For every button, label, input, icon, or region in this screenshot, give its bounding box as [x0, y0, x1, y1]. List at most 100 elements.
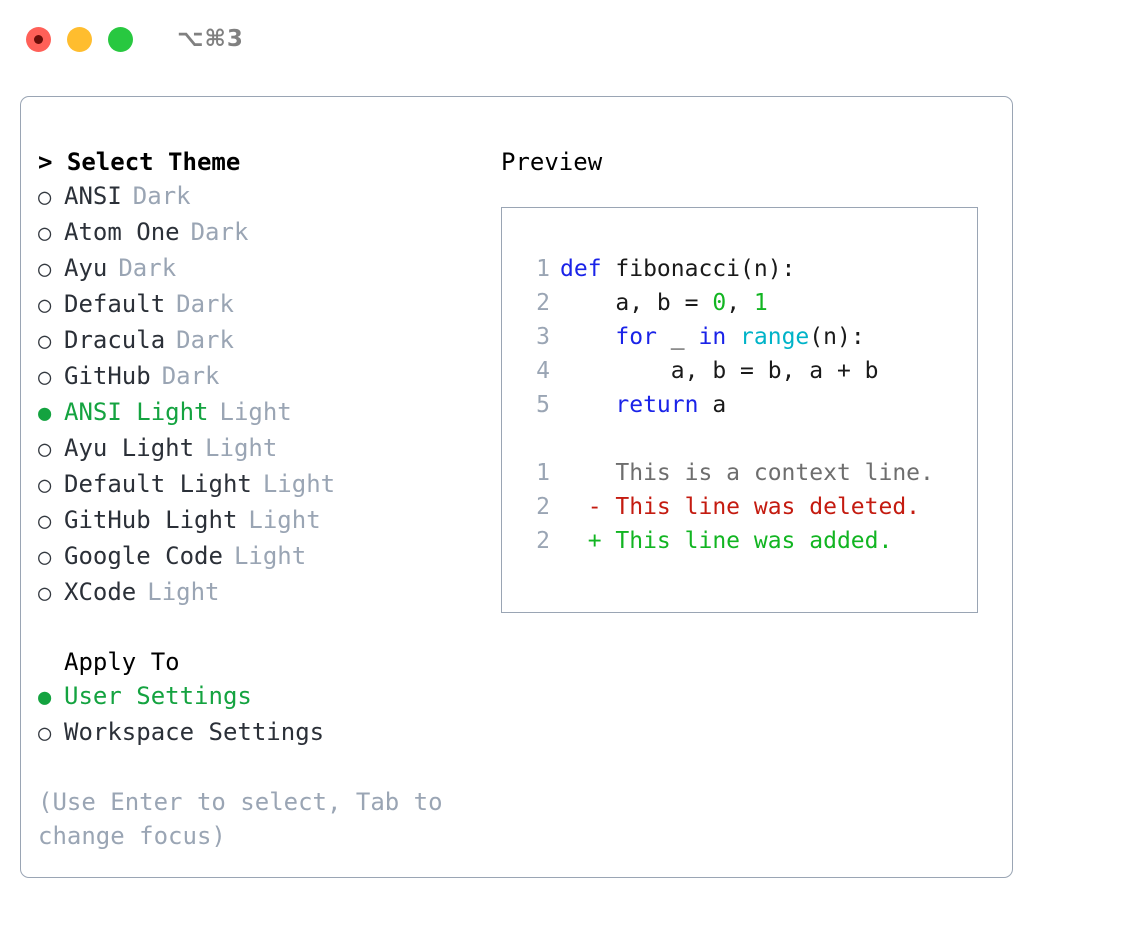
- theme-option-label: ANSI Light: [64, 398, 209, 426]
- theme-option-ansi-light[interactable]: ● ANSI Light Light: [38, 395, 508, 431]
- theme-option-label: GitHub Light: [64, 506, 238, 534]
- diff-line-number: 2: [536, 528, 550, 554]
- apply-to-label: Apply To: [64, 648, 180, 676]
- window-title: ⌥⌘3: [177, 26, 244, 52]
- radio-unselected-icon: ○: [38, 329, 52, 354]
- keyboard-hint: (Use Enter to select, Tab to change focu…: [38, 788, 443, 850]
- diff-line-number: 2: [536, 494, 550, 520]
- theme-option-label: Atom One: [64, 218, 180, 246]
- radio-unselected-icon: ○: [38, 221, 52, 246]
- theme-option-label: ANSI: [64, 182, 122, 210]
- code-token-def: fibonacci(n):: [615, 256, 796, 282]
- code-token-def: ,: [726, 290, 754, 316]
- theme-option-badge: Light: [233, 542, 307, 570]
- code-token-fn: range: [740, 324, 810, 350]
- window-controls: [26, 26, 133, 52]
- theme-option-label: Dracula: [64, 326, 166, 354]
- code-line-content: a, b = b, a + b: [560, 354, 879, 388]
- theme-option-badge: Light: [262, 470, 336, 498]
- code-token-def: a, b = b, a + b: [670, 358, 879, 384]
- radio-unselected-icon: ○: [38, 581, 52, 606]
- code-line: 3 for _ in range(n):: [520, 320, 977, 354]
- radio-selected-icon: ●: [38, 401, 52, 426]
- maximize-button-icon[interactable]: [108, 26, 133, 52]
- radio-unselected-icon: ○: [38, 545, 52, 570]
- theme-option-label: Google Code: [64, 542, 223, 570]
- code-token-num: 1: [753, 290, 768, 316]
- code-line-number: 5: [536, 392, 550, 418]
- code-line-number: 2: [536, 290, 550, 316]
- theme-option-label: Default: [64, 290, 166, 318]
- radio-unselected-icon: ○: [38, 257, 52, 282]
- theme-option-badge: Dark: [118, 254, 177, 282]
- diff-line-add: 2 + This line was added.: [520, 524, 977, 558]
- code-line: 1 def fibonacci(n):: [520, 252, 977, 286]
- radio-unselected-icon: ○: [38, 473, 52, 498]
- theme-option-badge: Dark: [132, 182, 191, 210]
- apply-to-options-list: ● User Settings ○ Workspace Settings: [38, 679, 508, 751]
- theme-option-badge: Light: [248, 506, 321, 534]
- code-token-num: 0: [712, 290, 727, 316]
- diff-line-number: 1: [536, 460, 550, 486]
- apply-to-option-label: Workspace Settings: [64, 718, 325, 746]
- code-token-def: a, b =: [615, 290, 713, 316]
- code-token-kw: def: [560, 256, 616, 282]
- radio-unselected-icon: ○: [38, 509, 52, 534]
- theme-option-ansi[interactable]: ○ ANSI Dark: [38, 179, 508, 215]
- diff-line-del: 2 - This line was deleted.: [520, 490, 977, 524]
- code-line: 2 a, b = 0, 1: [520, 286, 977, 320]
- code-line: 5 return a: [520, 388, 977, 422]
- radio-unselected-icon: ○: [38, 437, 52, 462]
- minimize-button-icon[interactable]: [67, 26, 92, 52]
- theme-option-label: Ayu Light: [64, 434, 195, 462]
- code-token-kw: return: [615, 392, 713, 418]
- theme-option-badge: Light: [219, 398, 292, 426]
- theme-option-ayu-light[interactable]: ○ Ayu Light Light: [38, 431, 508, 467]
- theme-option-github-light[interactable]: ○ GitHub Light Light: [38, 503, 508, 539]
- diff-sample: 1 This is a context line.2 - This line w…: [520, 456, 977, 558]
- radio-unselected-icon: ○: [38, 185, 52, 210]
- theme-option-label: XCode: [64, 578, 137, 606]
- theme-option-ayu[interactable]: ○ Ayu Dark: [38, 251, 508, 287]
- diff-line-ctx: 1 This is a context line.: [520, 456, 977, 490]
- close-button-icon[interactable]: [26, 26, 51, 52]
- theme-option-atom-one[interactable]: ○ Atom One Dark: [38, 215, 508, 251]
- code-line: 4 a, b = b, a + b: [520, 354, 977, 388]
- theme-option-badge: Dark: [190, 218, 249, 246]
- theme-option-label: GitHub: [64, 362, 151, 390]
- radio-selected-icon: ●: [38, 685, 52, 710]
- code-line-number: 3: [536, 324, 550, 350]
- code-diff-spacer: [520, 422, 977, 456]
- apply-to-option-workspace-settings[interactable]: ○ Workspace Settings: [38, 715, 508, 751]
- code-line-content: for _ in range(n):: [560, 320, 864, 354]
- apply-to-option-label: User Settings: [64, 682, 252, 710]
- theme-option-badge: Dark: [161, 362, 220, 390]
- apply-to-option-user-settings[interactable]: ● User Settings: [38, 679, 508, 715]
- theme-option-label: Ayu: [64, 254, 108, 282]
- theme-option-badge: Light: [205, 434, 278, 462]
- window-titlebar: ⌥⌘3: [0, 0, 1140, 78]
- diff-line-content: + This line was added.: [560, 528, 893, 554]
- code-token-kw: in: [698, 324, 741, 350]
- diff-line-content: - This line was deleted.: [560, 494, 921, 520]
- code-line-content: a, b = 0, 1: [560, 286, 768, 320]
- radio-unselected-icon: ○: [38, 721, 52, 746]
- code-line-content: def fibonacci(n):: [560, 252, 795, 286]
- code-line-content: return a: [560, 388, 726, 422]
- preview-title: Preview: [501, 148, 603, 176]
- code-token-def: _: [670, 324, 699, 350]
- radio-unselected-icon: ○: [38, 293, 52, 318]
- code-token-kw: for: [615, 324, 671, 350]
- theme-option-google-code[interactable]: ○ Google Code Light: [38, 539, 508, 575]
- code-line-number: 1: [536, 256, 550, 282]
